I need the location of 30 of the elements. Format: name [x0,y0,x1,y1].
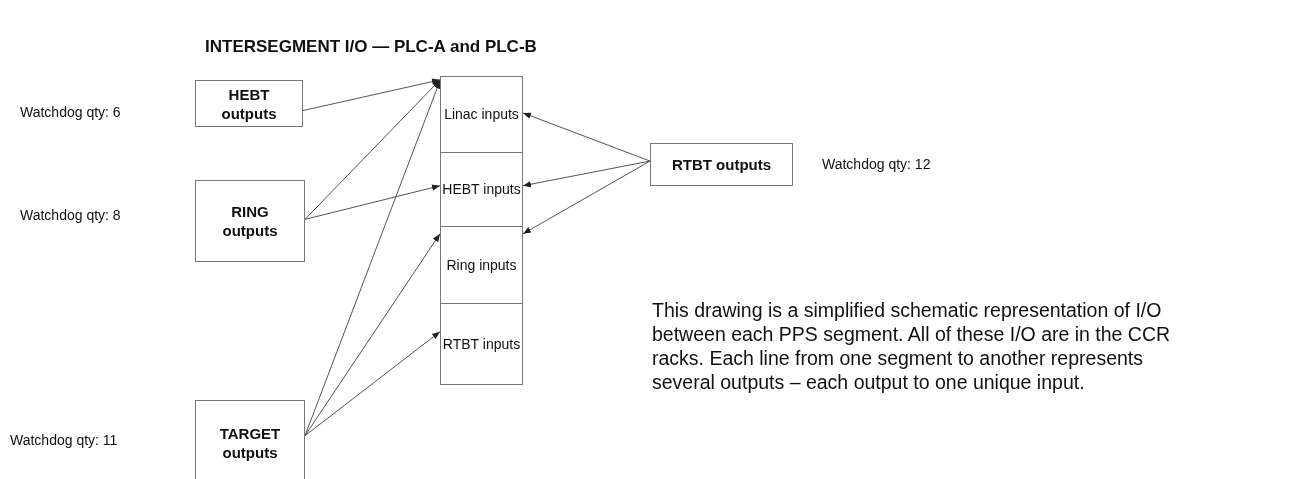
output-box [195,180,305,262]
arrow [522,160,651,188]
arrow [304,184,441,220]
input-cell [440,152,523,227]
arrow [304,331,441,437]
note-text: This drawing is a simplified schematic representation of I/O between each PPS segment. All of these I/O are in the CCR racks. Each line from one segment to another represents several outputs – each output to one unique input. [652,298,1172,394]
watchdog-quantity: Watchdog qty: 8 [20,207,121,223]
node-label: HEBT outputs [220,84,278,123]
diagram-title: INTERSEGMENT I/O — PLC-A and PLC-B [205,37,537,57]
node-label: Ring inputs [446,255,517,275]
node-label: Linac inputs [444,105,519,124]
node-label: HEBT inputs [442,180,521,199]
node-label: RTBT outputs [671,155,772,174]
watchdog-quantity: Watchdog qty: 11 [10,432,118,448]
watchdog-quantity: Watchdog qty: 6 [20,104,121,120]
arrow [522,112,651,162]
node-label: RING outputs [221,202,279,240]
output-box [195,400,305,479]
node-label: TARGET outputs [218,423,282,462]
arrow [522,160,651,235]
node-label: RTBT inputs [442,334,521,354]
output-box [650,143,793,186]
arrow [304,233,441,437]
input-cell [440,226,523,304]
arrow [304,79,441,220]
input-cell [440,76,523,153]
input-cell [440,303,523,385]
output-box [195,80,303,127]
watchdog-quantity: Watchdog qty: 12 [822,156,931,172]
arrow [302,78,441,112]
